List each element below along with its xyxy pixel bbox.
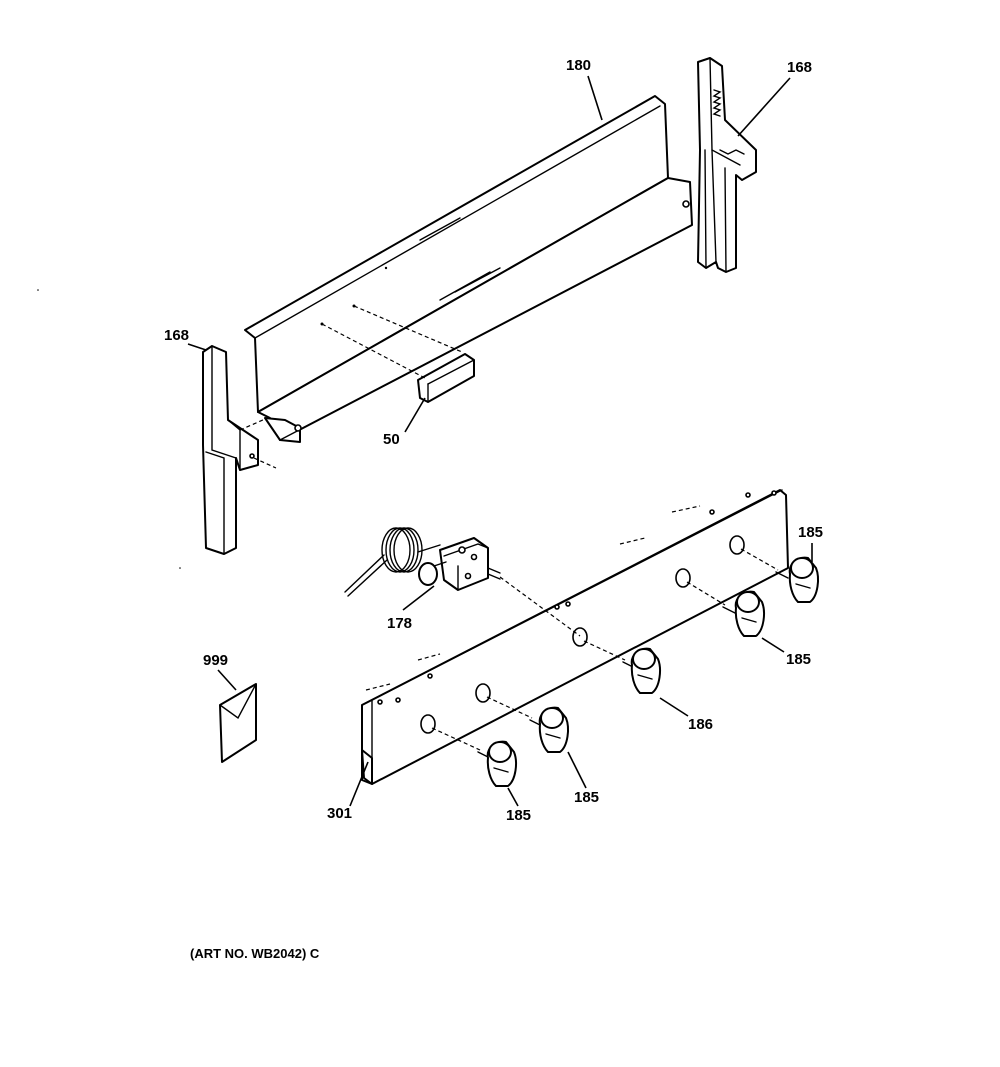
callout-186: 186 [688,716,713,733]
callout-180: 180 [566,57,591,74]
callout-185-top: 185 [798,524,823,541]
knob-3-part [686,581,765,637]
knob-1-part [431,727,517,787]
callout-labels: 180 168 168 50 185 185 186 185 185 178 9… [164,57,823,961]
knob-center-part [583,640,661,694]
backsplash-part [244,95,693,443]
callout-185-bottom: 185 [506,807,531,824]
callout-185-right: 185 [786,651,811,668]
callout-999: 999 [203,652,228,669]
callout-185-mid: 185 [574,789,599,806]
knob-2-part [486,696,569,753]
callout-178: 178 [387,615,412,632]
callout-168-right: 168 [787,59,812,76]
callout-168-left: 168 [164,327,189,344]
knob-4-part [740,548,819,603]
end-cap-right-part [697,57,757,273]
callout-301: 301 [327,805,352,822]
trim-part [320,304,475,403]
end-cap-left-part [202,345,277,555]
callout-50: 50 [383,431,400,448]
literature-envelope-part [219,683,257,763]
leader-lines [187,75,813,807]
manifold-panel-part [361,489,789,785]
art-number: (ART NO. WB2042) C [190,946,320,961]
thermostat-part [344,527,581,637]
